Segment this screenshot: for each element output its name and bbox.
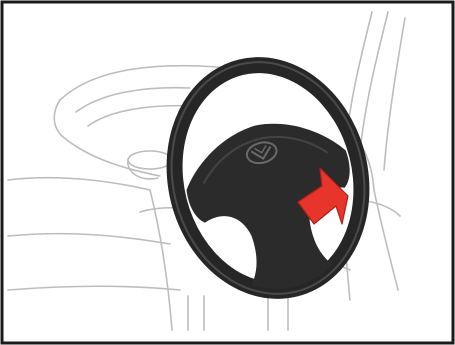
red-pointer-arrow-icon (297, 167, 349, 225)
horn-emblem-icon (245, 141, 278, 165)
steering-wheel-icon (166, 57, 370, 299)
wheel-hub (186, 123, 350, 289)
